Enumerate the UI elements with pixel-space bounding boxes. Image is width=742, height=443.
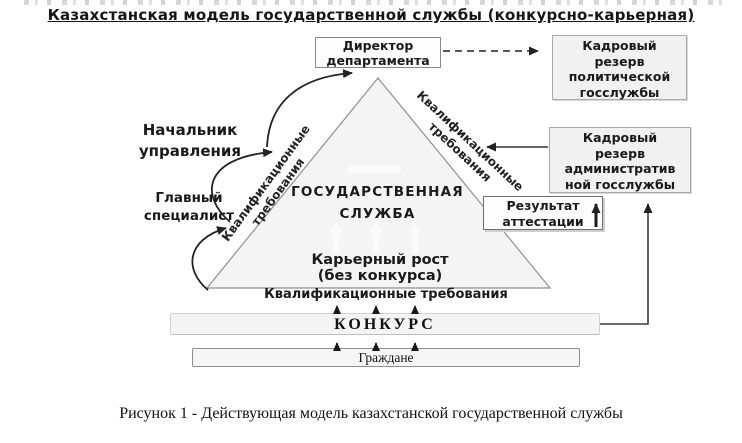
political-reserve-box: Кадровый резерв политической госслужбы [552, 35, 687, 100]
career-growth-line2: (без конкурса) [317, 268, 443, 284]
director-box-line: Директор [342, 38, 414, 53]
head-of-division-label: Начальник управления [134, 120, 246, 162]
ghost-up-arrowheads [329, 222, 422, 233]
chief-specialist-label: Главный специалист [137, 189, 241, 225]
clipped-text-artifact [24, 0, 730, 5]
director-box: Директор департамента [315, 37, 441, 68]
citizens-bar: Граждане [192, 348, 580, 367]
figure-title: Казахстанская модель государственной слу… [47, 6, 695, 24]
competition-bar: КОНКУРС [170, 313, 600, 335]
state-service-label-line2: СЛУЖБА [339, 206, 416, 222]
career-growth-line1: Карьерный рост [311, 252, 449, 268]
administrative-reserve-line: ной госслужбы [564, 176, 676, 192]
head-of-division-line: управления [138, 142, 242, 160]
attestation-result-line: аттестации [502, 213, 584, 229]
political-reserve-line: резерв [594, 53, 645, 69]
administrative-reserve-box: Кадровый резерв административ ной госслу… [549, 127, 691, 193]
political-reserve-line: Кадровый [582, 38, 657, 53]
pyramid-shape [205, 77, 552, 289]
state-service-label-line1: ГОСУДАРСТВЕННАЯ [291, 184, 464, 200]
ghost-dash [347, 166, 401, 173]
political-reserve-line: госслужбы [579, 84, 660, 100]
chief-specialist-line: специалист [143, 208, 235, 224]
figure-caption: Рисунок 1 - Действующая модель казахстан… [119, 405, 623, 422]
chief-specialist-line: Главный [155, 190, 223, 206]
head-of-division-line: Начальник [142, 121, 238, 139]
attestation-result-line: Результат [506, 198, 580, 213]
qualification-label-below-pyramid: Квалификационные требования [264, 287, 508, 302]
political-reserve-line: политической [568, 69, 671, 84]
attestation-result-box: Результат аттестации [483, 196, 603, 230]
director-box-line: департамента [326, 52, 430, 68]
administrative-reserve-line: административ [564, 161, 676, 176]
administrative-reserve-line: Кадровый [582, 130, 658, 145]
ghost-up-arrows [332, 233, 419, 253]
administrative-reserve-line: резерв [594, 145, 646, 161]
